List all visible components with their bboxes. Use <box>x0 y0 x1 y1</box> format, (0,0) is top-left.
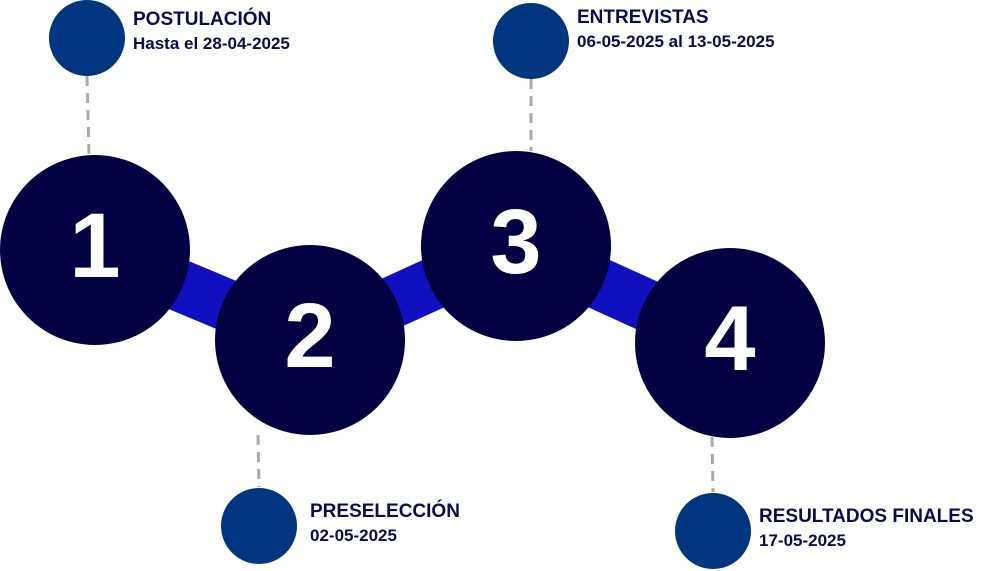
step-title: PRESELECCIÓN <box>310 501 460 522</box>
step-title: POSTULACIÓN <box>133 9 272 30</box>
dash-connector-4 <box>710 436 715 493</box>
step-title: ENTREVISTAS <box>577 7 709 28</box>
step-circle-3 <box>421 151 611 341</box>
step-circle-1 <box>0 155 190 345</box>
step-circle-2 <box>215 245 405 435</box>
step-label-1: POSTULACIÓN Hasta el 28-04-2025 <box>133 8 290 56</box>
step-date: 02-05-2025 <box>310 526 397 545</box>
step-number-1: 1 <box>69 195 121 297</box>
dash-connector-2 <box>256 434 261 488</box>
marker-dot-1 <box>49 0 125 76</box>
marker-dot-2 <box>221 488 297 564</box>
step-title: RESULTADOS FINALES <box>759 506 974 527</box>
step-number-4: 4 <box>704 288 756 390</box>
step-circle-4 <box>635 248 825 438</box>
step-date: 06-05-2025 al 13-05-2025 <box>577 32 775 51</box>
step-date: 17-05-2025 <box>759 531 846 550</box>
step-label-4: RESULTADOS FINALES 17-05-2025 <box>759 505 974 553</box>
step-label-3: ENTREVISTAS 06-05-2025 al 13-05-2025 <box>577 6 775 54</box>
step-number-3: 3 <box>490 191 542 293</box>
step-label-2: PRESELECCIÓN 02-05-2025 <box>310 500 460 548</box>
step-number-2: 2 <box>284 285 336 387</box>
marker-dot-3 <box>493 3 569 79</box>
dash-connector-1 <box>85 75 91 156</box>
step-date: Hasta el 28-04-2025 <box>133 34 290 53</box>
marker-dot-4 <box>675 493 751 569</box>
